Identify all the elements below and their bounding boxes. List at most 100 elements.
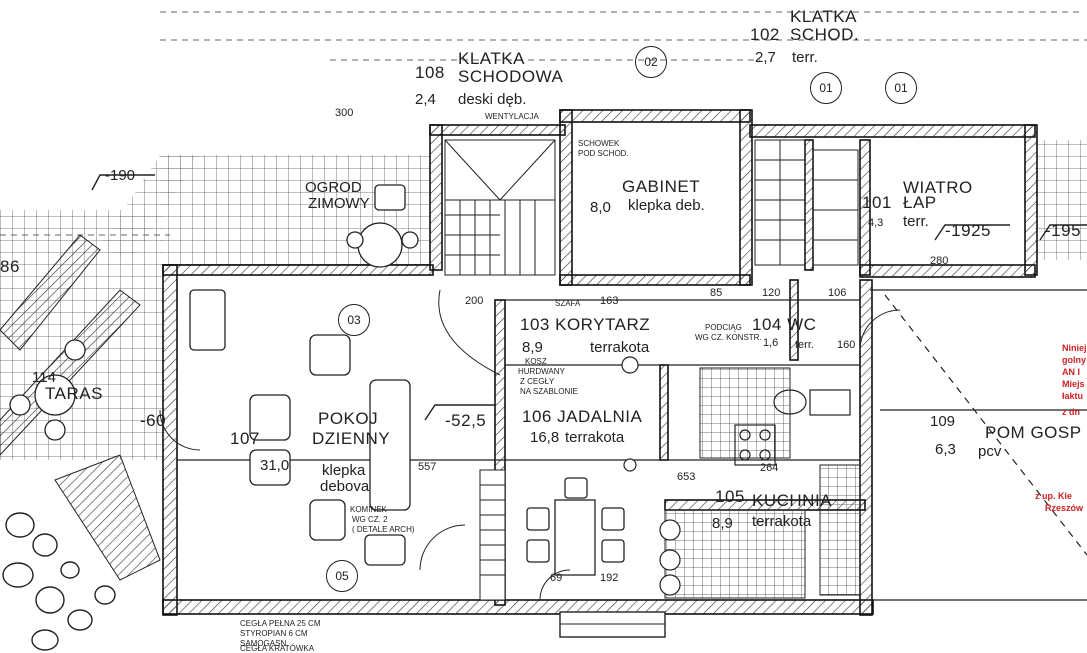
dim-557: 557 [418, 461, 437, 473]
note-kominek1: KOMINEK [350, 505, 387, 514]
room-106-number: 106 [522, 407, 552, 426]
room-108-name-line1: KLATKA [458, 49, 525, 68]
note-wentylacja: WENTYLACJA [485, 112, 539, 121]
room-107-floor-line2: debova [320, 478, 370, 495]
room-105-number: 105 [715, 487, 745, 506]
fireplace-column [479, 469, 506, 601]
dim-280: 280 [930, 255, 949, 267]
level-minus-190: -190 [105, 167, 136, 184]
room-106-label: JADALNIA [557, 407, 643, 426]
top-dashed-lines [0, 11, 1087, 236]
room-107-number: 107 [230, 429, 260, 448]
marker-01b: 01 [885, 72, 917, 104]
note-kosz3: Z CEGŁY [520, 377, 555, 386]
room-103-number: 103 [520, 315, 550, 334]
dim-264: 264 [760, 462, 779, 474]
terrace-name: TARAS [45, 384, 103, 403]
room-107-floor-line1: klepka [322, 462, 366, 479]
room-109-name: POM GOSP [985, 423, 1082, 442]
level-86: 86 [0, 257, 20, 276]
stamp-line6: z dn [1062, 407, 1080, 417]
terrace-furniture [9, 339, 86, 441]
room-108-area: 2,4 [415, 91, 436, 108]
room-104-area: 1,6 [763, 337, 779, 349]
dim-106: 106 [828, 287, 847, 299]
note-podciag1: PODCIĄG [705, 323, 742, 332]
room-105-area: 8,9 [712, 515, 733, 532]
note-kosz1: KOSZ [525, 357, 547, 366]
level-minus-1925: -1925 [945, 221, 991, 240]
room-103-floor: terrakota [590, 339, 650, 356]
room-102-number: 102 [750, 25, 780, 44]
room-102-name-line1: KLATKA [790, 7, 857, 26]
note-kominek2: WG CZ. 2 [352, 515, 388, 524]
kitchen-round-items [621, 356, 681, 596]
dim-200: 200 [465, 295, 484, 307]
gabinet-area: 8,0 [590, 199, 611, 216]
room-105-name: KUCHNIA [752, 491, 833, 510]
dim-192: 192 [600, 572, 619, 584]
stamp-line3: AN I [1062, 367, 1080, 377]
stairs-108 [438, 139, 556, 376]
terrace-level: 114 [32, 369, 56, 386]
note-podciag2: WG CZ. KONSTR. [695, 333, 762, 342]
stove [734, 424, 776, 466]
level-minus-195: -195 [1045, 221, 1082, 240]
stamp-line4: Miejs [1062, 379, 1085, 389]
note-wall3: SAMOGASN. [240, 639, 289, 648]
note-kosz4: NA SZABLONIE [520, 387, 578, 396]
room-108-floor: deski dęb. [458, 91, 527, 108]
right-outside-grid [1035, 140, 1087, 260]
room-109-floor: pcv [978, 443, 1002, 460]
room-106-name: 106 JADALNIA [522, 408, 642, 425]
gabinet-floor: klepka deb. [628, 197, 705, 214]
dining-set [526, 477, 625, 576]
room-104-name: 104 WC [752, 316, 816, 333]
dim-69: 69 [550, 572, 563, 584]
terrace-diagonal-band-a [0, 234, 101, 351]
dim-160: 160 [837, 339, 856, 351]
room-103-label: KORYTARZ [555, 315, 651, 334]
marker-02: 02 [635, 46, 667, 78]
note-podschod: POD SCHOD. [578, 149, 629, 158]
marker-05: 05 [326, 560, 358, 592]
room-101-name-line2: ŁAP [903, 193, 937, 212]
note-schowek: SCHOWEK [578, 139, 620, 148]
marker-03: 03 [338, 304, 370, 336]
room-106-floor: terrakota [565, 429, 625, 446]
stamp-line1: Niniej [1062, 343, 1087, 353]
dim-85: 85 [710, 287, 723, 299]
living-furniture [189, 289, 411, 566]
garden-furniture [346, 184, 419, 268]
stones [2, 512, 116, 651]
stamp-line2: golny [1062, 355, 1086, 365]
terrace-diagonal-band-c [54, 454, 161, 581]
note-wall1: CEGŁA PEŁNA 25 CM [240, 619, 321, 628]
room-101-floor: terr. [903, 213, 929, 230]
room-109-number: 109 [930, 413, 956, 430]
door-arcs [159, 309, 901, 601]
room-109-area: 6,3 [935, 441, 956, 458]
note-wall2: STYROPIAN 6 CM [240, 629, 308, 638]
note-kosz2: HURDWANY [518, 367, 565, 376]
ogrod-line2: ZIMOWY [308, 195, 370, 212]
room-107-area: 31,0 [260, 457, 290, 474]
room-103-area: 8,9 [522, 339, 543, 356]
wc-fixtures [773, 389, 851, 416]
room-108-name-line2: SCHODOWA [458, 67, 564, 86]
gabinet-name: GABINET [622, 177, 701, 196]
terrace-level2: -60 [140, 411, 167, 430]
stamp-line8: Rzeszów [1045, 503, 1084, 513]
marker-01a: 01 [810, 72, 842, 104]
outer-walls [162, 109, 1038, 616]
room-103-name: 103 KORYTARZ [520, 316, 650, 333]
dim-653: 653 [677, 471, 696, 483]
note-wall4: CEGŁA KRATÓWKA [240, 644, 315, 653]
stairs-101 [754, 139, 859, 266]
room-101-area: 4,3 [868, 217, 884, 229]
room-102-name-line2: SCHOD. [790, 25, 860, 44]
kitchen-lower-tiles [664, 509, 806, 599]
terrace-diagonal-band-b [0, 289, 141, 456]
dim-120: 120 [762, 287, 781, 299]
